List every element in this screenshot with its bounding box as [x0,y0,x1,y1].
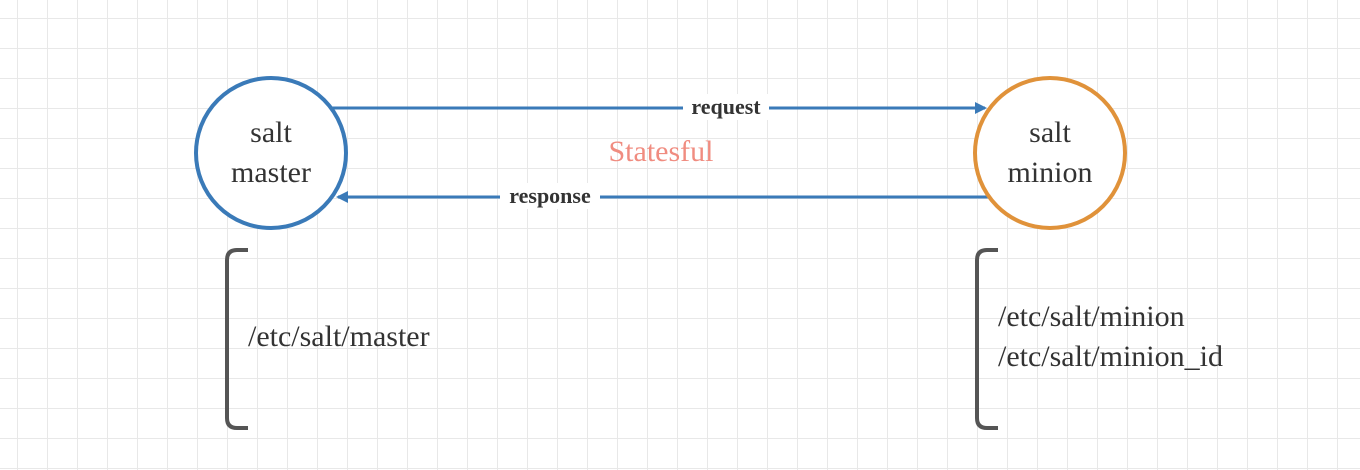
salt-master-label-line1: salt [250,116,292,149]
master-config-file: /etc/salt/master [248,320,430,353]
response-label: response [509,183,591,208]
request-label: request [691,94,761,119]
master-config-bracket [225,248,248,430]
salt-minion-label-line2: minion [1007,156,1092,189]
salt-master-label-line2: master [231,156,311,189]
salt-minion-node [973,76,1127,230]
statesful-label: Statesful [609,135,714,168]
minion-config-bracket [975,248,998,430]
salt-master-node [194,76,348,230]
minion-config-file-1: /etc/salt/minion [998,300,1185,333]
salt-minion-label-line1: salt [1029,116,1071,149]
minion-config-file-2: /etc/salt/minion_id [998,340,1223,373]
